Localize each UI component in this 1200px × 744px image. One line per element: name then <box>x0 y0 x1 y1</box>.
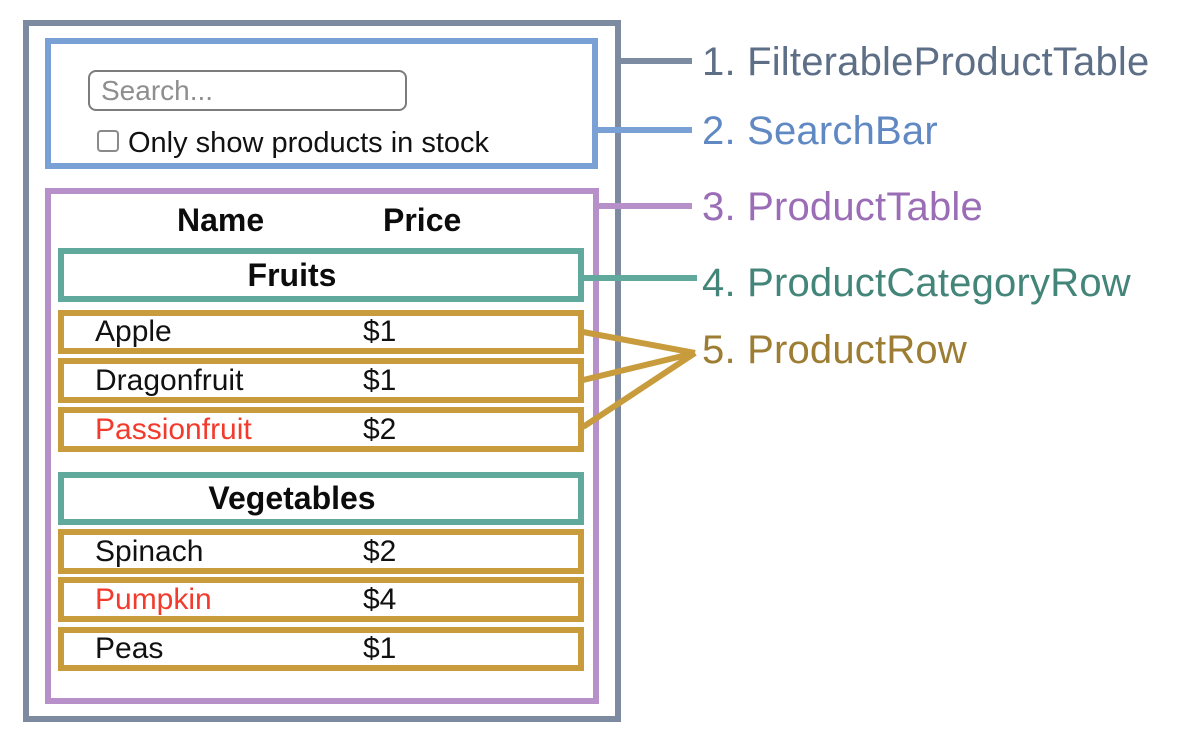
product-row-dragonfruit: Dragonfruit $1 <box>58 358 584 403</box>
product-price: $2 <box>363 412 397 446</box>
product-name: Apple <box>95 315 172 348</box>
product-price: $4 <box>363 582 397 616</box>
product-name: Pumpkin <box>95 582 212 616</box>
legend-search-bar: 2. SearchBar <box>702 109 938 153</box>
product-table-box <box>45 188 599 704</box>
search-input[interactable] <box>88 70 407 111</box>
category-row-vegetables: Vegetables <box>58 472 584 525</box>
product-row-pumpkin: Pumpkin $4 <box>58 577 584 622</box>
product-price: $2 <box>363 534 397 568</box>
in-stock-checkbox[interactable] <box>97 130 119 152</box>
legend-product-category-row: 4. ProductCategoryRow <box>702 261 1131 305</box>
legend-product-table: 3. ProductTable <box>702 185 983 229</box>
connector-line-search-bar <box>595 127 692 133</box>
product-name: Peas <box>95 632 164 665</box>
product-row-passionfruit: Passionfruit $2 <box>58 407 584 452</box>
connector-line-filterable-product-table <box>615 58 692 64</box>
product-row-peas: Peas $1 <box>58 627 584 671</box>
product-row-apple: Apple $1 <box>58 310 584 354</box>
product-name: Dragonfruit <box>95 363 244 397</box>
product-price: $1 <box>363 632 397 665</box>
product-price: $1 <box>363 363 397 397</box>
product-row-spinach: Spinach $2 <box>58 529 584 574</box>
product-name: Passionfruit <box>95 412 252 446</box>
name-column-header: Name <box>177 202 265 238</box>
legend-filterable-product-table: 1. FilterableProductTable <box>702 40 1150 84</box>
legend-product-row: 5. ProductRow <box>702 328 967 372</box>
product-name: Spinach <box>95 534 204 568</box>
connector-line-product-table <box>596 203 692 209</box>
connector-line-product-category-row <box>581 275 697 281</box>
in-stock-checkbox-label: Only show products in stock <box>128 127 490 159</box>
search-bar-box <box>45 38 598 169</box>
product-price: $1 <box>363 315 397 348</box>
connector-lines-product-rows <box>581 329 697 430</box>
category-row-fruits: Fruits <box>58 248 584 302</box>
price-column-header: Price <box>383 202 462 238</box>
